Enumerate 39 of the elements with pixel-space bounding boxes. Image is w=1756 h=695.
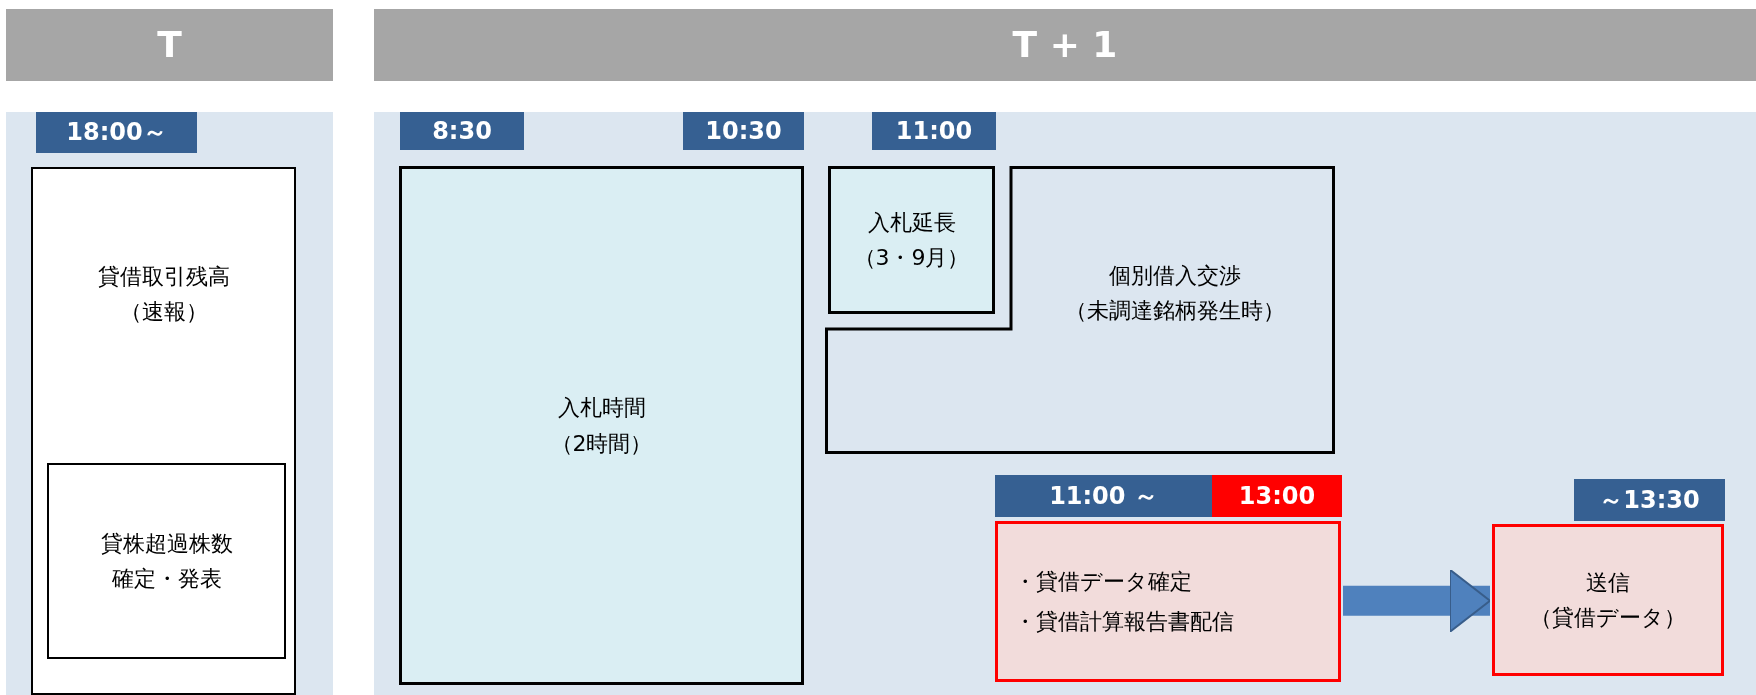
time-label: 11:00 — [895, 115, 973, 147]
process-box — [31, 167, 296, 695]
arrow — [1343, 568, 1491, 633]
time-label: 13:00 — [1238, 480, 1316, 512]
box-note: ・貸借計算報告書配信 — [1014, 607, 1234, 636]
process-box — [399, 166, 804, 685]
box-title: 入札延長 — [867, 208, 956, 237]
box-title: 送信 — [1586, 568, 1630, 597]
time-tag — [36, 112, 197, 153]
process-box — [828, 166, 995, 314]
header-title: T + 1 — [1012, 23, 1118, 68]
process-box — [825, 166, 1335, 454]
process-box — [47, 463, 286, 659]
box-note: （2時間） — [550, 429, 653, 458]
time-tag — [872, 112, 996, 150]
time-label: 10:30 — [705, 115, 782, 147]
box-note: （3・9月） — [853, 244, 970, 272]
time-label: 8:30 — [432, 115, 492, 147]
box-title: 入札時間 — [557, 394, 646, 423]
time-tag — [1212, 475, 1342, 517]
box-note: （貸借データ） — [1530, 604, 1686, 632]
process-box — [1492, 524, 1724, 676]
time-tag — [400, 112, 524, 150]
time-label: 18:00～ — [66, 117, 167, 149]
box-title: ・貸借データ確定 — [1014, 567, 1192, 596]
time-label: ～13:30 — [1599, 484, 1700, 516]
header-band — [6, 9, 333, 81]
time-tag — [1574, 479, 1725, 521]
box-note: （速報） — [119, 298, 208, 327]
process-box — [995, 521, 1341, 682]
time-tag — [683, 112, 804, 150]
time-tag — [995, 475, 1212, 517]
box-title: 個別借入交渉 — [1109, 262, 1241, 290]
header-band — [374, 9, 1756, 81]
box-note: （未調達銘柄発生時） — [1065, 297, 1285, 326]
box-title: 貸借取引残高 — [97, 263, 230, 291]
header-title: T — [157, 23, 182, 68]
box-title: 貸株超過株数確定・発表 — [99, 529, 234, 593]
time-label: 11:00 ～ — [1049, 480, 1158, 512]
